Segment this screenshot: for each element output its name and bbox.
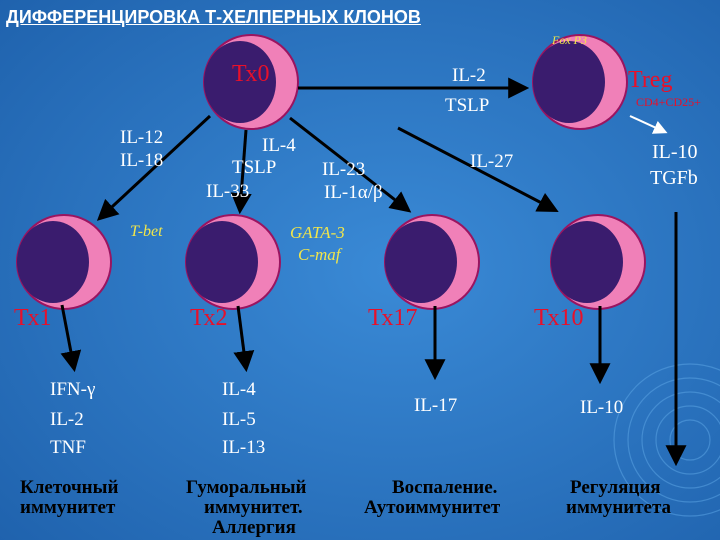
arrow-th0-th10 [397, 126, 559, 212]
arrow-th0-th2 [230, 129, 252, 215]
th2-outcome-1: Гуморальный [186, 477, 307, 498]
arrow-th0-th17 [289, 116, 412, 213]
cell-th0 [203, 34, 299, 130]
cell-th17 [384, 214, 480, 310]
treg-label: Treg [628, 67, 673, 93]
th2-product-2: IL-5 [222, 409, 256, 430]
th1-outcome-2: иммунитет [20, 497, 116, 518]
edge-treg-label-2: TSLP [445, 95, 490, 116]
edge-th2-label-1: IL-4 [262, 135, 296, 156]
th17-outcome-2: Аутоиммунитет [364, 497, 501, 518]
th10-product: IL-10 [580, 397, 624, 418]
edge-th17-label-2: IL-1α/β [324, 182, 383, 203]
edge-th2-label-2: TSLP [232, 157, 277, 178]
cell-th2 [185, 214, 281, 310]
treg-outcome-2: иммунитета [566, 497, 672, 518]
arrow-th1-products [60, 304, 82, 373]
edge-th1-label-2: IL-18 [120, 150, 164, 171]
cell-th1 [16, 214, 112, 310]
edge-th17-label-1: IL-23 [322, 159, 366, 180]
page-title: ДИФФЕРЕНЦИРОВКА Т-ХЕЛПЕРНЫХ КЛОНОВ [6, 7, 421, 27]
th2-label: Тх2 [190, 305, 228, 331]
treg-outcome-1: Регуляция [570, 477, 661, 498]
th17-label: Тх17 [368, 305, 418, 331]
th10-label: Тх10 [534, 305, 584, 331]
arrow-treg-marker [629, 115, 668, 134]
th17-outcome-1: Воспаление. [392, 477, 498, 498]
th2-outcome-2: иммунитет. [204, 497, 303, 518]
th2-factor-2: C-maf [298, 245, 341, 264]
treg-marker: CD4+CD25+ [636, 95, 701, 109]
edge-th2-label-3: IL-33 [206, 181, 250, 202]
th2-factor-1: GATA-3 [290, 223, 345, 242]
arrow-th2-products [233, 305, 255, 373]
treg-output-2: TGFb [650, 167, 698, 189]
th1-product-1: IFN-γ [50, 379, 96, 400]
th0-label: Тх0 [232, 61, 270, 87]
th2-outcome-3: Аллергия [212, 517, 296, 538]
th1-product-3: TNF [50, 437, 86, 458]
th2-product-1: IL-4 [222, 379, 256, 400]
th1-product-2: IL-2 [50, 409, 84, 430]
treg-output-1: IL-10 [652, 141, 698, 163]
th17-product: IL-17 [414, 395, 458, 416]
th1-label: Тх1 [14, 305, 52, 331]
treg-factor: Fox P3 [552, 33, 587, 47]
th1-factor: T-bet [130, 223, 163, 240]
cell-treg [532, 34, 628, 130]
edge-th10-label: IL-27 [470, 151, 514, 172]
edge-th1-label-1: IL-12 [120, 127, 164, 148]
cell-th10 [550, 214, 646, 310]
th2-product-3: IL-13 [222, 437, 266, 458]
th1-outcome-1: Клеточный [20, 477, 119, 498]
edge-treg-label-1: IL-2 [452, 65, 486, 86]
background-swirl [613, 363, 720, 517]
arrow-th0-th1 [96, 114, 212, 221]
